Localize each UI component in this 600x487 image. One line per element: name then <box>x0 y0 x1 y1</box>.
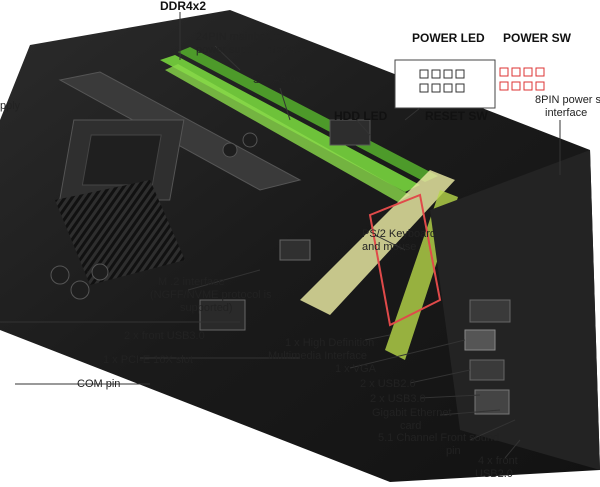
usb3-label: 2 x USB3.0 <box>370 393 426 405</box>
pcie-slot <box>300 170 455 315</box>
m2-label-line3: supported) <box>180 302 233 314</box>
pin8-label-line2: interface <box>545 107 588 119</box>
pcie-label: 1 x PCI-E 16X slot <box>103 354 193 366</box>
hdmi-label-line2: Multimedia Interface <box>268 350 368 362</box>
io-panel <box>430 150 600 470</box>
m2-label-line2: (NGFF/NVME protocol is <box>150 289 272 301</box>
com-label: COM pin <box>77 378 121 390</box>
reset-sw-label: RESET SW <box>425 109 488 123</box>
hdd-led-label: HDD LED <box>334 109 388 123</box>
front-usb2-label-line2: USB2.0 <box>475 468 513 480</box>
sound-label-line2: pin <box>446 445 461 457</box>
sata-label: SATA3.0x3 <box>253 74 308 86</box>
power-led-label: POWER LED <box>412 31 485 45</box>
pin24-label-line2: power supply interface <box>196 44 307 56</box>
pin24-label-line1: 24PIN mainboard <box>196 31 282 43</box>
front-usb3-label: 2 x front USB3.0 <box>124 330 205 342</box>
pin8-label-line1: 8PIN power s <box>535 94 600 106</box>
sound-label-line1: 5.1 Channel Front sound <box>378 432 500 444</box>
power-sw-label: POWER SW <box>503 31 571 45</box>
ddr-slot-1 <box>160 55 420 192</box>
ethernet-label-line1: Gigabit Ethernet <box>372 407 452 419</box>
ps2-label-line2: and mouse <box>362 241 417 253</box>
vga-port <box>469 299 511 323</box>
hdmi-label-line1: 1 x High Definition <box>285 337 375 349</box>
ps2-label-line1: PS/2 Keyboard <box>362 228 436 240</box>
ps2-highlight <box>368 193 442 327</box>
usb2-label: 2 x USB2.0 <box>360 378 416 390</box>
supply-label: pply <box>0 100 21 112</box>
ddr-label: DDR4x2 <box>160 0 207 13</box>
ddr-slot-2 <box>178 47 438 182</box>
front-usb2-label-line1: 4 x front <box>478 455 518 467</box>
ethernet-label-line2: card <box>400 420 422 432</box>
heatsink <box>55 180 185 285</box>
m2-label-line1: M .2 interface <box>158 276 225 288</box>
vga-label: 1 x VGA <box>335 363 376 375</box>
